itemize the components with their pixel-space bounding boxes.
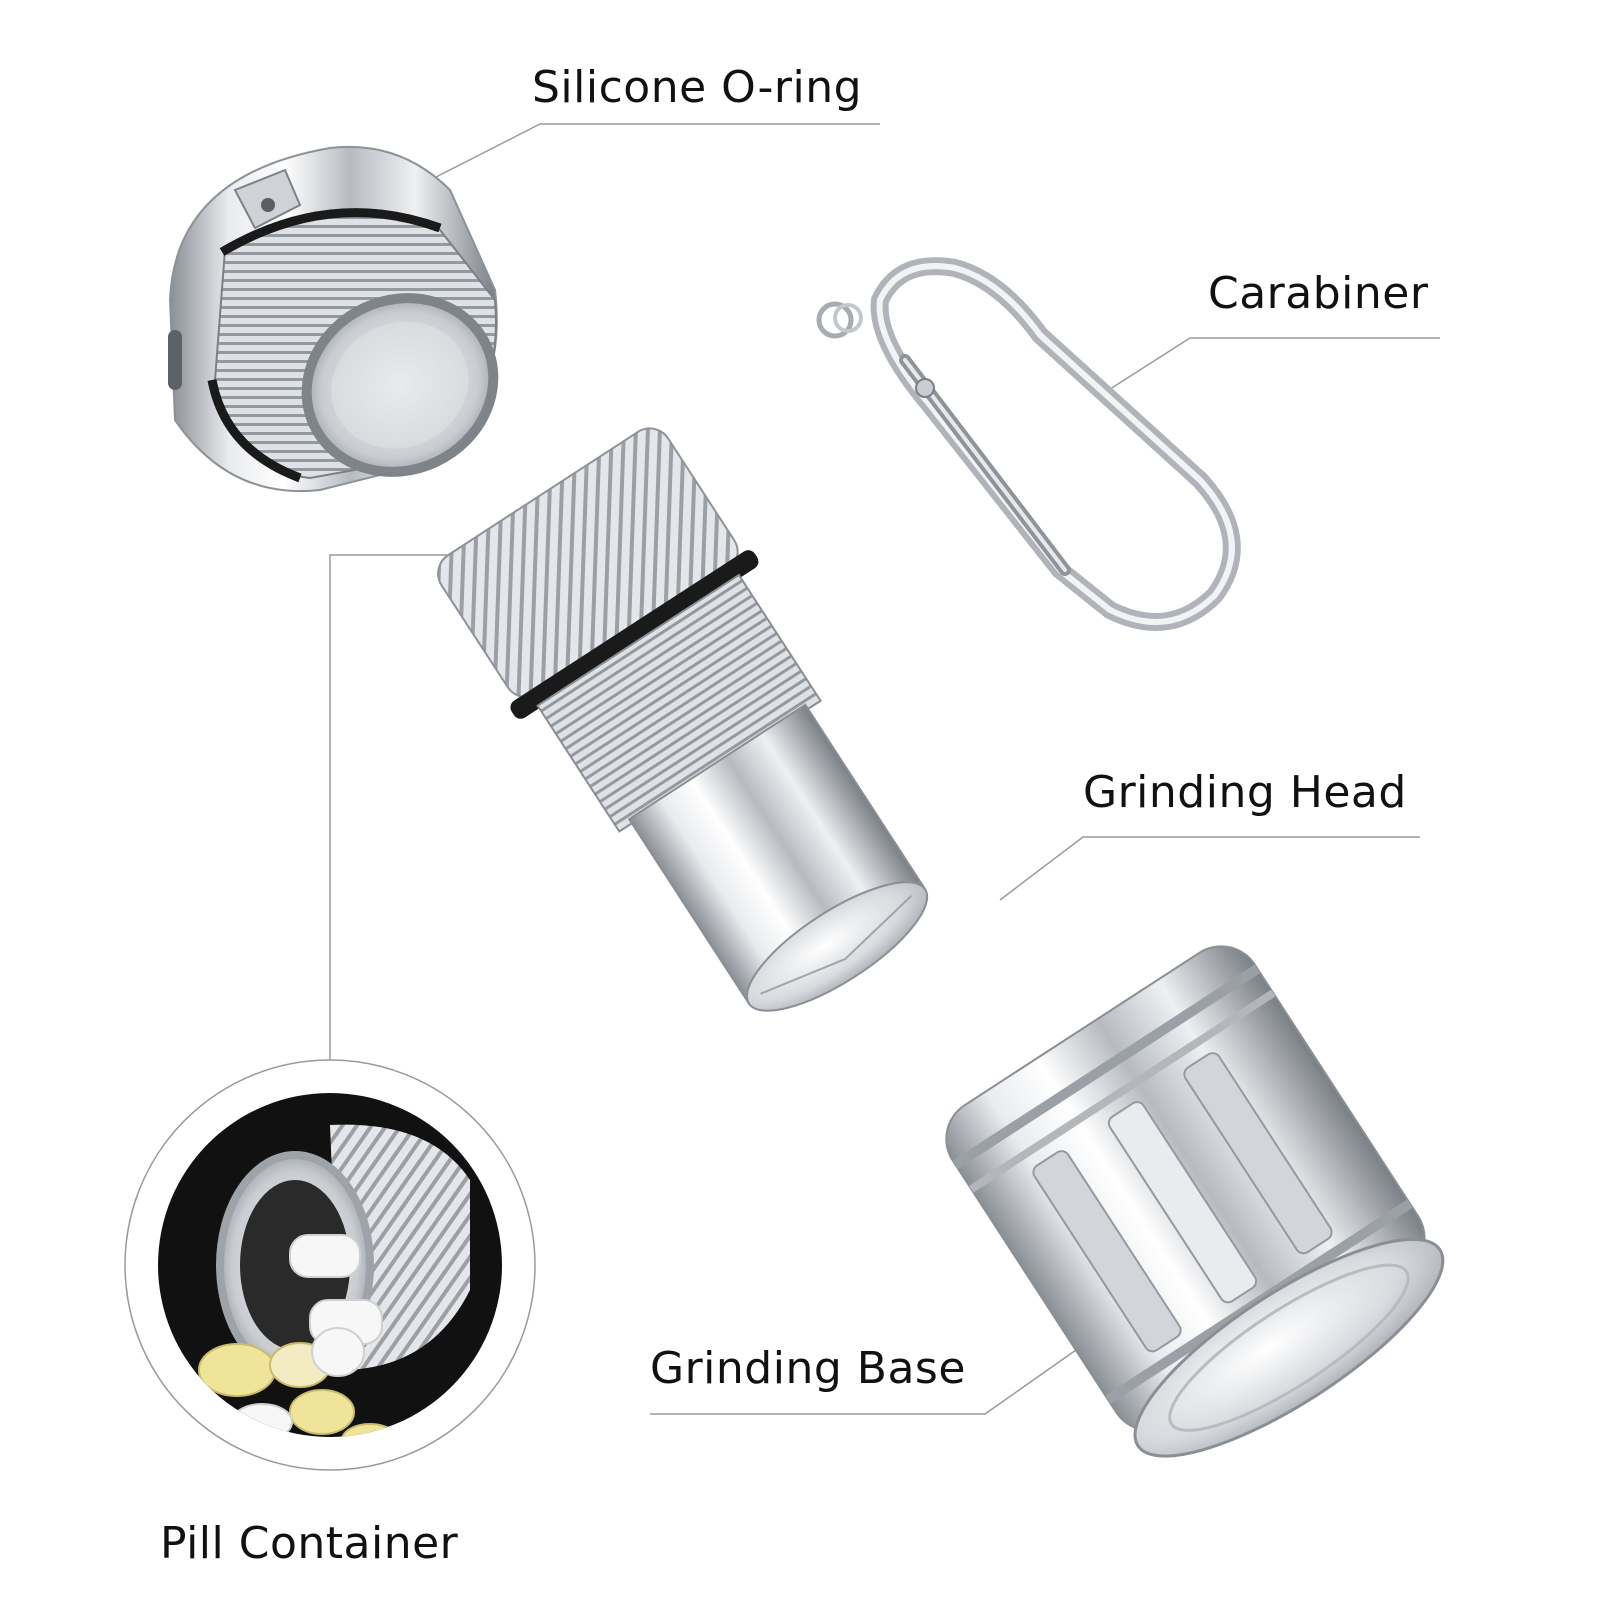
label-grinding-head: Grinding Head xyxy=(1083,767,1407,818)
leader-line-silicone-o-ring xyxy=(380,123,880,208)
pill-container-inset xyxy=(124,1059,536,1471)
leader-line-pill-container xyxy=(329,554,465,1090)
leader-line-grinding-head xyxy=(999,836,1420,901)
grinding-base xyxy=(945,945,1445,1458)
label-pill-container: Pill Container xyxy=(160,1518,459,1569)
label-carabiner: Carabiner xyxy=(1208,268,1429,319)
grinding-head xyxy=(437,427,929,1012)
label-silicone-o-ring: Silicone O-ring xyxy=(532,62,863,113)
label-grinding-base: Grinding Base xyxy=(650,1343,966,1394)
leader-line-carabiner xyxy=(1102,337,1440,396)
silicone-o-ring-cap xyxy=(168,145,499,493)
carabiner xyxy=(816,257,1241,631)
